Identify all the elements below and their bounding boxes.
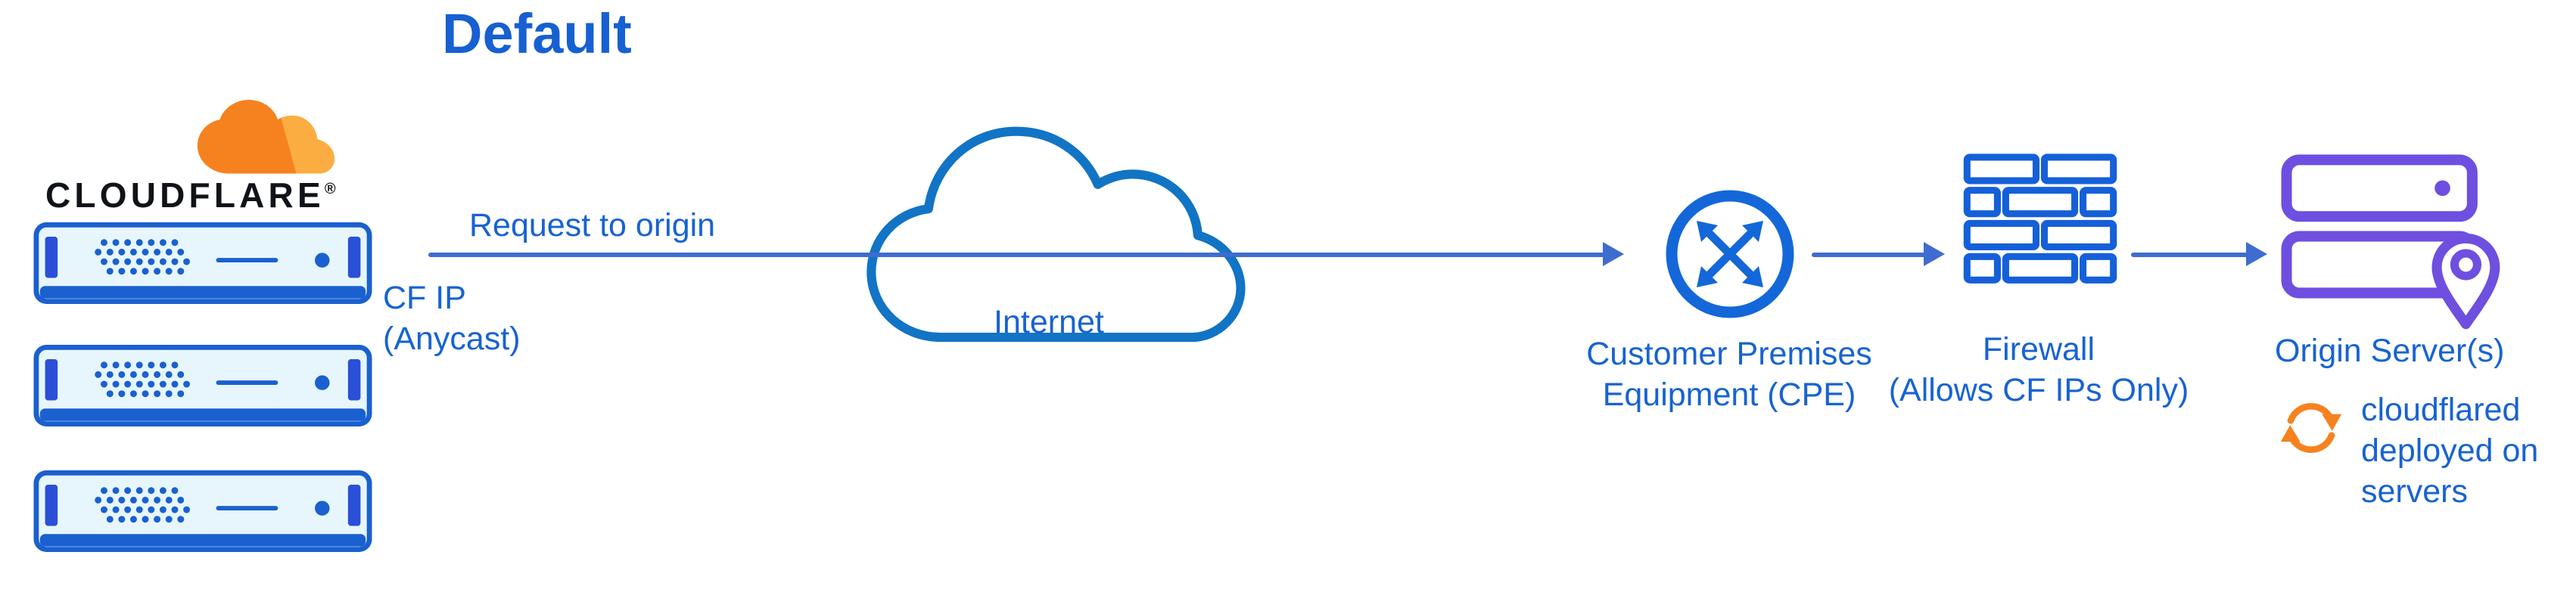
arrow-firewall-to-origin — [2131, 242, 2267, 268]
registered-mark: ® — [324, 181, 336, 198]
request-to-origin-label: Request to origin — [469, 207, 716, 243]
firewall-icon — [1962, 151, 2119, 287]
arrow-head-icon — [1924, 242, 1945, 266]
arrow-cpe-to-firewall — [1812, 242, 1945, 268]
cpe-router-icon — [1660, 185, 1800, 324]
origin-servers-label: Origin Server(s) — [2275, 333, 2505, 369]
cloudflare-server-icon — [33, 469, 372, 554]
firewall-label: Firewall (Allows CF IPs Only) — [1888, 331, 2189, 409]
internet-label: Internet — [994, 304, 1104, 340]
cloudflared-note-label: cloudflared deployed on servers — [2361, 392, 2539, 510]
cloudflared-sync-icon — [2276, 393, 2346, 463]
arrow-head-icon — [2246, 242, 2267, 266]
cpe-label: Customer Premises Equipment (CPE) — [1586, 336, 1872, 414]
cloudflare-wordmark: CLOUDFLARE® — [45, 175, 336, 216]
arrow-shaft — [428, 253, 1607, 257]
arrow-shaft — [2131, 253, 2251, 257]
cloudflare-cloud-icon — [191, 100, 336, 181]
origin-servers-icon — [2279, 153, 2506, 331]
arrow-shaft — [1812, 253, 1928, 257]
cloudflare-brand-text: CLOUDFLARE — [45, 175, 325, 215]
cf-ip-anycast-label: CF IP (Anycast) — [383, 280, 521, 358]
cloudflare-logo: CLOUDFLARE® — [42, 94, 390, 230]
request-arrow — [428, 242, 1624, 268]
arrow-head-icon — [1603, 242, 1624, 266]
cloudflare-server-icon — [33, 221, 372, 305]
diagram-title: Default — [442, 3, 632, 65]
cloudflare-server-icon — [33, 343, 372, 428]
